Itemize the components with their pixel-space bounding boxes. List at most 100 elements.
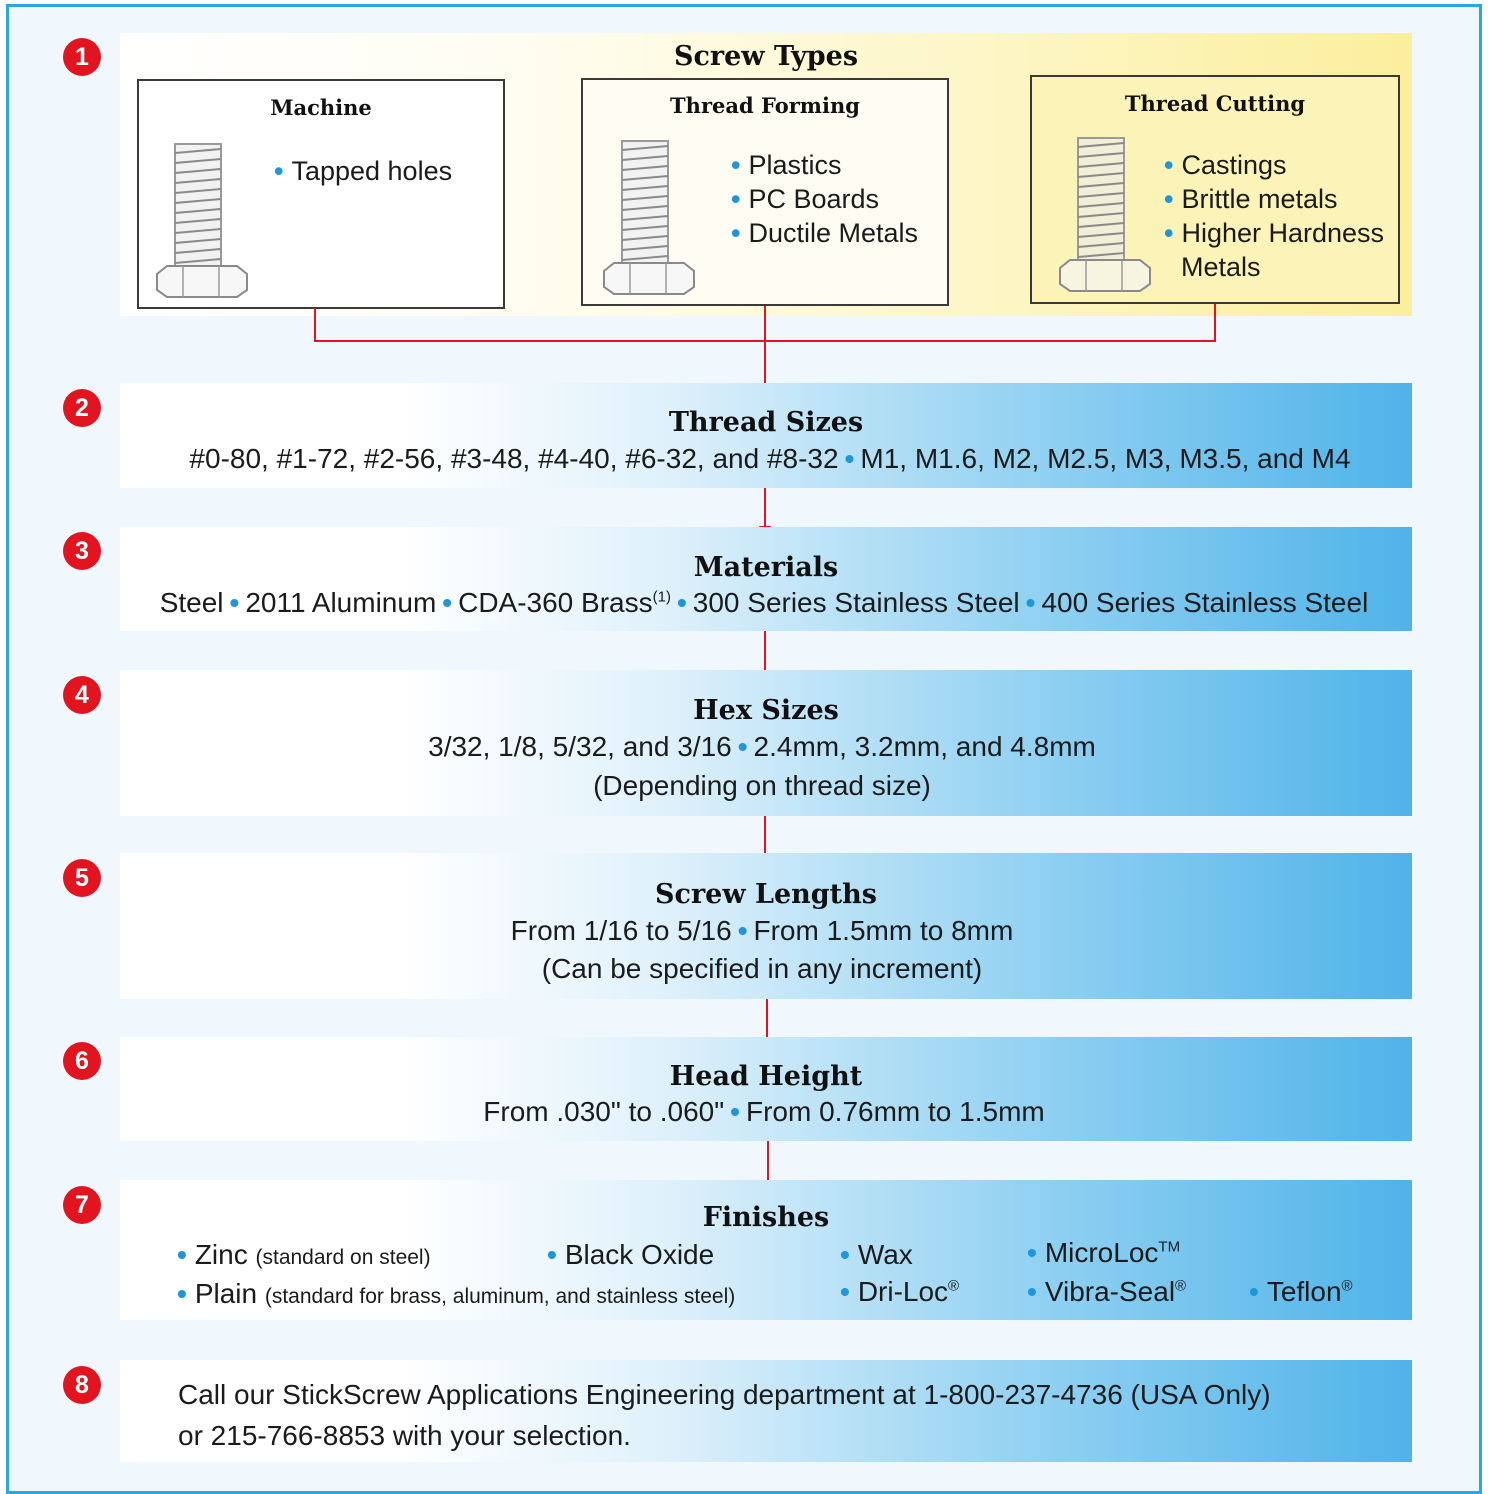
list-item: •Higher Hardness xyxy=(1164,216,1384,250)
material-item: 400 Series Stainless Steel xyxy=(1041,587,1369,618)
thread-forming-use-label: Plastics xyxy=(748,150,842,180)
registered-mark: ® xyxy=(1341,1277,1353,1295)
bullet-dot: • xyxy=(229,587,240,618)
head-height-metric: From 0.76mm to 1.5mm xyxy=(745,1096,1045,1127)
hex-sizes-metric: 2.4mm, 3.2mm, and 4.8mm xyxy=(753,731,1096,762)
connector-line xyxy=(764,306,766,386)
material-item: Steel xyxy=(159,587,224,618)
thread-sizes-imperial: #0-80, #1-72, #2-56, #3-48, #4-40, #6-32… xyxy=(189,443,839,474)
thread-cutting-uses: •Castings •Brittle metals •Higher Hardne… xyxy=(1164,148,1384,284)
bullet-dot: • xyxy=(1027,1237,1037,1268)
bullet-dot: • xyxy=(1027,1276,1037,1307)
contact-band xyxy=(120,1360,1412,1462)
finishes-band: Finishes xyxy=(120,1180,1412,1320)
hex-sizes-values: 3/32, 1/8, 5/32, and 3/16•2.4mm, 3.2mm, … xyxy=(116,731,1408,763)
thread-cutting-title: Thread Cutting xyxy=(1124,91,1306,116)
trademark-mark: TM xyxy=(1158,1238,1181,1256)
bullet-dot: • xyxy=(844,443,855,474)
screw-types-title: Screw Types xyxy=(673,41,859,72)
finish-label: MicroLoc xyxy=(1044,1237,1159,1268)
materials-band: Materials Steel•2011 Aluminum•CDA-360 Br… xyxy=(120,527,1412,631)
connector-line xyxy=(1214,304,1216,342)
finish-label: Vibra-Seal xyxy=(1044,1276,1176,1307)
list-item: •Plastics xyxy=(731,148,918,182)
bullet-dot: • xyxy=(840,1239,850,1270)
finish-label: Wax xyxy=(857,1239,913,1270)
connector-line xyxy=(314,308,316,342)
step-badge-7: 7 xyxy=(63,1186,101,1224)
step-badge-3: 3 xyxy=(63,532,101,570)
material-item: 2011 Aluminum xyxy=(245,587,437,618)
finish-plain: •Plain (standard for brass, aluminum, an… xyxy=(177,1278,735,1310)
bullet-dot: • xyxy=(676,587,687,618)
head-height-values: From .030" to .060"•From 0.76mm to 1.5mm xyxy=(118,1096,1410,1128)
step-badge-1: 1 xyxy=(63,38,101,76)
brass-footnote-marker: (1) xyxy=(652,588,671,606)
thread-forming-use-label: Ductile Metals xyxy=(748,218,919,248)
bullet-dot: • xyxy=(731,218,741,248)
materials-values: Steel•2011 Aluminum•CDA-360 Brass(1)•300… xyxy=(118,587,1410,619)
bullet-dot: • xyxy=(274,156,284,186)
thread-sizes-band: Thread Sizes #0-80, #1-72, #2-56, #3-48,… xyxy=(120,383,1412,488)
thread-cutting-box: Thread Cutting •Castings •Brittle metals… xyxy=(1030,75,1400,304)
hex-sizes-band: Hex Sizes 3/32, 1/8, 5/32, and 3/16•2.4m… xyxy=(120,670,1412,816)
thread-cutting-use-label: Metals xyxy=(1181,252,1261,282)
finish-label: Plain xyxy=(194,1278,258,1309)
contact-line-1: Call our StickScrew Applications Enginee… xyxy=(178,1379,1271,1410)
contact-line-2: or 215-766-8853 with your selection. xyxy=(178,1420,631,1451)
registered-mark: ® xyxy=(1175,1277,1187,1295)
finish-dri-loc: •Dri-Loc® xyxy=(840,1276,959,1308)
head-height-imperial: From .030" to .060" xyxy=(483,1096,725,1127)
finish-black-oxide: •Black Oxide xyxy=(547,1239,714,1271)
thread-cutting-use-label: Higher Hardness xyxy=(1181,218,1385,248)
thread-forming-uses: •Plastics •PC Boards •Ductile Metals xyxy=(731,148,918,250)
connector-line xyxy=(764,816,766,858)
connector-line xyxy=(764,488,766,528)
head-height-title: Head Height xyxy=(669,1061,863,1092)
screw-lengths-values: From 1/16 to 5/16•From 1.5mm to 8mm xyxy=(116,915,1408,947)
machine-title: Machine xyxy=(270,95,372,120)
finish-label: Black Oxide xyxy=(564,1239,715,1270)
machine-uses: •Tapped holes xyxy=(274,154,452,188)
bullet-dot: • xyxy=(1164,150,1174,180)
connector-line xyxy=(766,999,768,1041)
thread-forming-title: Thread Forming xyxy=(670,93,860,118)
finish-vibra-seal: •Vibra-Seal® xyxy=(1027,1276,1186,1308)
material-item: CDA-360 Brass xyxy=(458,587,653,618)
thread-forming-box: Thread Forming •Plastics •PC Boards •Duc… xyxy=(581,78,949,306)
bullet-dot: • xyxy=(177,1278,187,1309)
bullet-dot: • xyxy=(1164,184,1174,214)
thread-cutting-screw-icon xyxy=(1059,137,1151,292)
bullet-dot: • xyxy=(177,1239,187,1270)
head-height-band: Head Height From .030" to .060"•From 0.7… xyxy=(120,1037,1412,1141)
contact-text: Call our StickScrew Applications Enginee… xyxy=(178,1374,1271,1456)
list-item: •Tapped holes xyxy=(274,154,452,188)
step-badge-6: 6 xyxy=(63,1042,101,1080)
materials-title: Materials xyxy=(693,552,839,583)
step-badge-4: 4 xyxy=(63,676,101,714)
list-item: •Ductile Metals xyxy=(731,216,918,250)
bullet-dot: • xyxy=(442,587,453,618)
finishes-title: Finishes xyxy=(702,1202,830,1233)
thread-sizes-metric: M1, M1.6, M2, M2.5, M3, M3.5, and M4 xyxy=(860,443,1351,474)
machine-box: Machine •Tapped holes xyxy=(137,79,505,309)
finish-microloc: •MicroLocTM xyxy=(1027,1237,1180,1269)
bullet-dot: • xyxy=(737,731,748,762)
registered-mark: ® xyxy=(948,1277,960,1295)
screw-lengths-band: Screw Lengths From 1/16 to 5/16•From 1.5… xyxy=(120,853,1412,999)
bullet-dot: • xyxy=(840,1276,850,1307)
screw-lengths-title: Screw Lengths xyxy=(655,879,877,910)
hex-sizes-title: Hex Sizes xyxy=(693,695,839,726)
material-item: 300 Series Stainless Steel xyxy=(692,587,1020,618)
bullet-dot: • xyxy=(737,915,748,946)
finish-label: Zinc xyxy=(194,1239,248,1270)
bullet-dot: • xyxy=(1025,587,1036,618)
list-item: •Brittle metals xyxy=(1164,182,1384,216)
bullet-dot: • xyxy=(731,184,741,214)
finish-note: (standard on steel) xyxy=(255,1246,431,1269)
list-item: •PC Boards xyxy=(731,182,918,216)
thread-sizes-values: #0-80, #1-72, #2-56, #3-48, #4-40, #6-32… xyxy=(124,443,1416,475)
thread-forming-screw-icon xyxy=(603,140,695,295)
list-item: Metals xyxy=(1164,250,1384,284)
connector-line xyxy=(767,1141,769,1183)
